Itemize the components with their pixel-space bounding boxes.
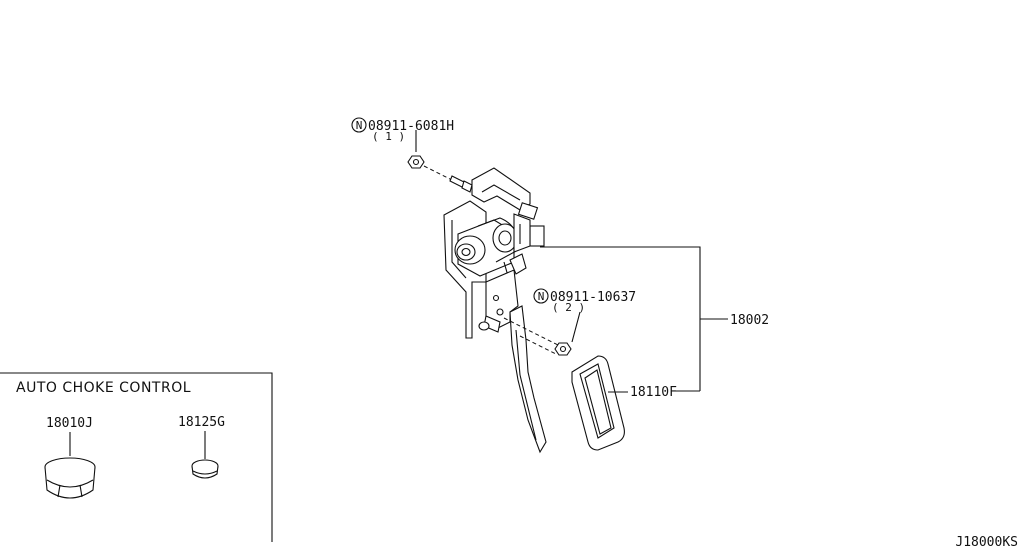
inset-title: AUTO CHOKE CONTROL (16, 380, 191, 396)
plug-icon (191, 459, 219, 479)
choke-knob-icon (44, 457, 96, 499)
hex-nut-mid-icon (554, 342, 572, 356)
pedal-pad-icon (571, 355, 625, 451)
nut-top-part-number: 08911-6081H (368, 119, 454, 134)
n-symbol-icon (351, 117, 367, 133)
nut-mid-leader-line (571, 311, 581, 343)
nut-mid-quantity: ( 2 ) (552, 301, 585, 314)
pedal-assembly-part-number: 18002 (730, 313, 769, 328)
accelerator-pedal-assembly-icon (443, 167, 547, 454)
callout-nut-mid: N 08911-10637 ( 2 ) (533, 288, 636, 343)
drawing-code: J18000KS (955, 535, 1018, 550)
nut-top-dashed-axis (423, 165, 453, 181)
n-symbol-icon (533, 288, 549, 304)
pedal-pad-part-number: 18110F (630, 385, 677, 400)
inset-border (0, 372, 273, 542)
hex-nut-top-icon (407, 155, 425, 169)
nut-mid-dashed-axis-upper (503, 317, 561, 347)
n-symbol-letter: N (538, 290, 545, 303)
nut-top-quantity: ( 1 ) (372, 130, 405, 143)
stud-bolt-icon (449, 175, 473, 193)
auto-choke-inset: AUTO CHOKE CONTROL 18010J 18125G (0, 372, 273, 542)
plug-part-number: 18125G (178, 415, 225, 430)
knob-part-number: 18010J (46, 416, 93, 431)
assembly-leader-line (540, 246, 701, 391)
n-symbol-letter: N (356, 119, 363, 132)
callout-nut-top: N 08911-6081H ( 1 ) (351, 117, 454, 152)
nut-mid-part-number: 08911-10637 (550, 290, 636, 305)
